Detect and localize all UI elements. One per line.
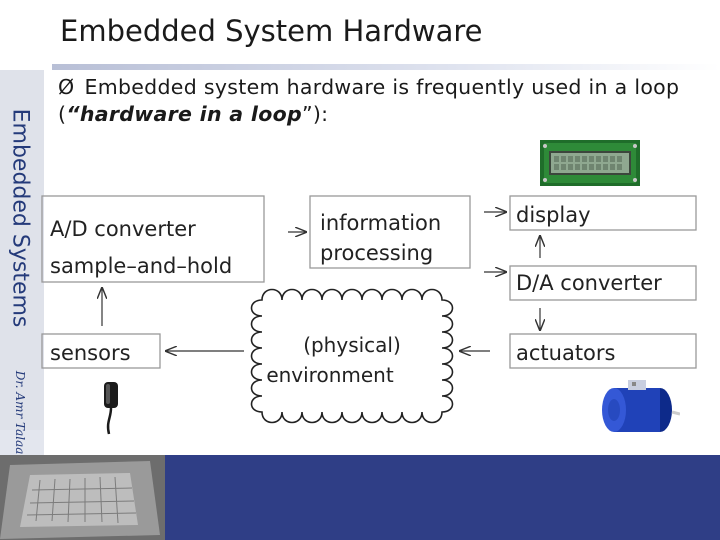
slide-title: Embedded System Hardware	[60, 14, 483, 48]
ad-converter-label: A/D converter	[50, 217, 196, 241]
info-processing-box	[309, 195, 471, 269]
display-box	[509, 195, 697, 231]
left-sidebar-upper	[0, 70, 44, 430]
environment-label-2: environment	[266, 363, 394, 387]
actuators-label: actuators	[516, 341, 615, 365]
sensors-label: sensors	[50, 341, 131, 365]
environment-blob	[250, 288, 454, 424]
bullet-arrow-icon: Ø	[58, 75, 75, 99]
environment-label-1: (physical)	[303, 333, 401, 357]
chip-photo	[0, 455, 165, 540]
motor-image	[602, 380, 680, 432]
sample-and-hold-label: sample–and–hold	[50, 254, 232, 278]
information-label: information	[320, 211, 441, 235]
da-converter-label: D/A converter	[516, 271, 662, 295]
sensor-image	[104, 382, 118, 435]
ad-converter-box	[41, 195, 265, 283]
actuators-box	[509, 333, 697, 369]
da-converter-box	[509, 265, 697, 301]
display-label: display	[516, 203, 591, 227]
bullet-text-end: ”):	[301, 102, 329, 126]
bullet-text: Embedded system hardware is frequently u…	[58, 75, 680, 126]
lcd-display-image	[540, 140, 640, 186]
processing-label: processing	[320, 241, 433, 265]
sensors-box	[41, 333, 161, 369]
title-rule	[52, 64, 720, 70]
bullet-emphasis: “hardware in a loop	[66, 102, 302, 126]
